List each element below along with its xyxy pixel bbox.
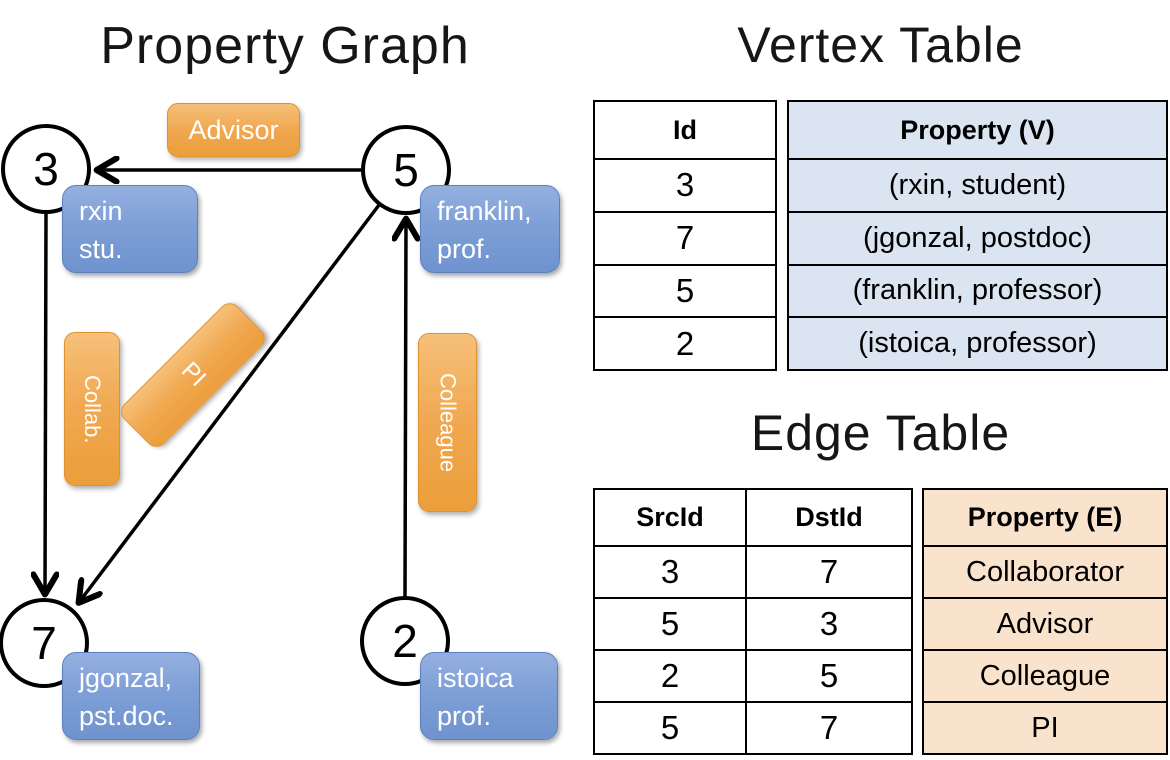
edge-table-property-column: Property (E) Collaborator Advisor Collea…: [922, 488, 1168, 755]
node-id: 5: [393, 144, 419, 196]
vertex-table-id-cell: 3: [595, 158, 775, 211]
edge-table-property-header: Property (E): [924, 490, 1166, 545]
vertex-table-id-cell: 7: [595, 210, 775, 264]
edge-3-to-7: [45, 213, 46, 592]
vertex-label-jgonzal: jgonzal, pst.doc.: [62, 652, 200, 740]
vertex-table-property-cell: (franklin, professor): [789, 263, 1166, 317]
vertex-label-istoica: istoica prof.: [420, 652, 558, 740]
edge-5-to-7: [80, 203, 381, 601]
vertex-table-property-cell: (jgonzal, postdoc): [789, 210, 1166, 264]
vertex-label-line1: rxin: [79, 196, 123, 226]
edge-table-src-cell: 3: [595, 545, 745, 597]
edge-table-dst-cell: 7: [745, 701, 911, 753]
vertex-table-id-column: Id 3 7 5 2: [593, 100, 777, 371]
edge-table-src-header: SrcId: [636, 502, 704, 532]
vertex-table-property-cell: (istoica, professor): [789, 316, 1166, 369]
edge-table-property-cell: PI: [924, 701, 1166, 753]
edge-label-text: Collab.: [80, 374, 105, 444]
vertex-table-id-header: Id: [673, 114, 697, 145]
property-graph-title: Property Graph: [100, 17, 470, 75]
edge-table-property-cell: Colleague: [924, 649, 1166, 701]
edge-label-text: Advisor: [188, 114, 279, 145]
vertex-label-line1: franklin,: [437, 196, 532, 226]
vertex-label-line1: jgonzal,: [79, 663, 173, 693]
edge-table-dst-cell: 3: [745, 597, 911, 649]
node-id: 7: [31, 617, 57, 669]
edge-label-advisor: Advisor: [167, 103, 300, 157]
edge-label-text: Colleague: [435, 372, 461, 473]
vertex-label-line2: prof.: [437, 233, 492, 264]
edge-table-title: Edge Table: [750, 405, 1011, 461]
node-id: 3: [33, 143, 59, 195]
graph-node-2: 2: [360, 596, 450, 686]
vertex-label-line2: prof.: [437, 700, 492, 731]
vertex-table-id-cell: 2: [595, 316, 775, 369]
vertex-label-line1: istoica: [437, 663, 514, 693]
edge-table-id-columns: SrcId DstId 3 7 5 3 2 5 5 7: [593, 488, 913, 755]
edge-table-src-cell: 5: [595, 701, 745, 753]
vertex-table-property-cell: (rxin, student): [789, 158, 1166, 211]
edge-label-collab: Collab.: [64, 332, 120, 486]
vertex-table-property-header: Property (V): [789, 102, 1166, 158]
edge-table-property-cell: Collaborator: [924, 545, 1166, 597]
vertex-table-property-column: Property (V) (rxin, student) (jgonzal, p…: [787, 100, 1168, 371]
edge-table-src-cell: 5: [595, 597, 745, 649]
edge-table-dst-cell: 7: [745, 545, 911, 597]
edge-label-colleague: Colleague: [418, 333, 477, 512]
edge-table-dst-cell: 5: [745, 649, 911, 701]
vertex-table-title: Vertex Table: [737, 17, 1024, 73]
edge-table-property-cell: Advisor: [924, 597, 1166, 649]
vertex-label-franklin: franklin, prof.: [420, 185, 560, 273]
vertex-label-line2: pst.doc.: [79, 700, 174, 731]
vertex-label-rxin: rxin stu.: [62, 185, 198, 273]
vertex-label-line2: stu.: [79, 233, 123, 264]
edge-label-text: PI: [175, 357, 211, 393]
graph-node-5: 5: [361, 125, 451, 215]
edge-table-dst-header: DstId: [745, 490, 911, 545]
vertex-table-id-cell: 5: [595, 263, 775, 317]
node-id: 2: [392, 615, 418, 667]
edge-table-src-cell: 2: [595, 649, 745, 701]
edge-2-to-5: [405, 221, 406, 597]
